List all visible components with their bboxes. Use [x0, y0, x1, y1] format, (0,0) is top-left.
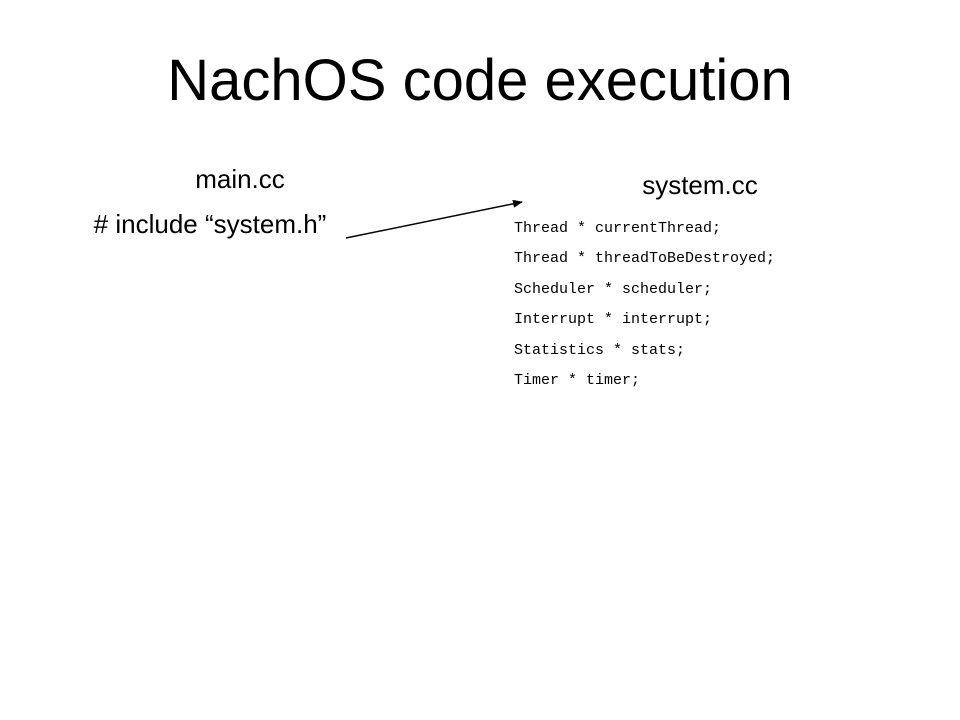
- code-line: Scheduler * scheduler;: [514, 280, 713, 298]
- include-system-h-line: # include “system.h”: [93, 209, 327, 239]
- system-cc-heading: system.cc: [642, 170, 758, 200]
- slide-title: NachOS code execution: [167, 48, 793, 113]
- code-line: Thread * threadToBeDestroyed;: [514, 250, 776, 268]
- code-line: Interrupt * interrupt;: [514, 311, 713, 329]
- code-line: Thread * currentThread;: [514, 220, 722, 237]
- code-line: Statistics * stats;: [514, 341, 686, 359]
- code-line: Timer * timer;: [514, 372, 641, 390]
- main-cc-heading: main.cc: [195, 164, 285, 194]
- system-cc-code-list: Thread * currentThread; Thread * threadT…: [514, 214, 775, 396]
